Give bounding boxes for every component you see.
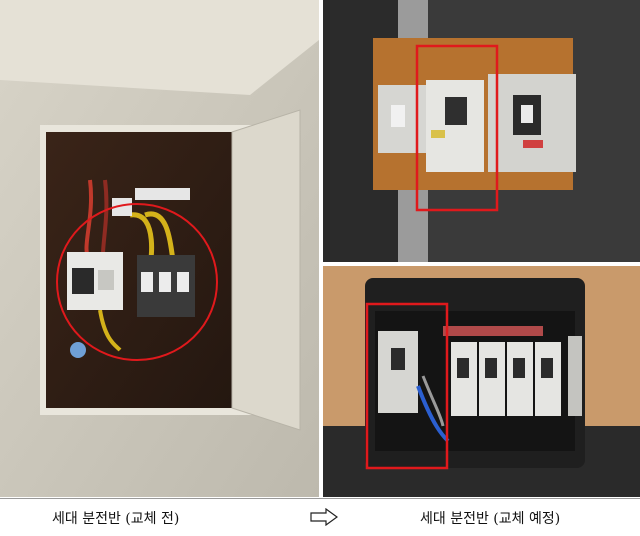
photo-divider-horizontal (323, 262, 640, 266)
photo-before-replacement (0, 0, 319, 497)
photo-new-panel-bottom (323, 266, 640, 497)
caption-before: 세대 분전반 (교체 전) (52, 511, 180, 527)
photo-divider-vertical (319, 0, 323, 497)
caption-rule (0, 498, 640, 499)
photo-new-breaker-top (323, 0, 640, 262)
right-arrow-icon (310, 508, 338, 526)
caption-after: 세대 분전반 (교체 예정) (420, 511, 561, 527)
